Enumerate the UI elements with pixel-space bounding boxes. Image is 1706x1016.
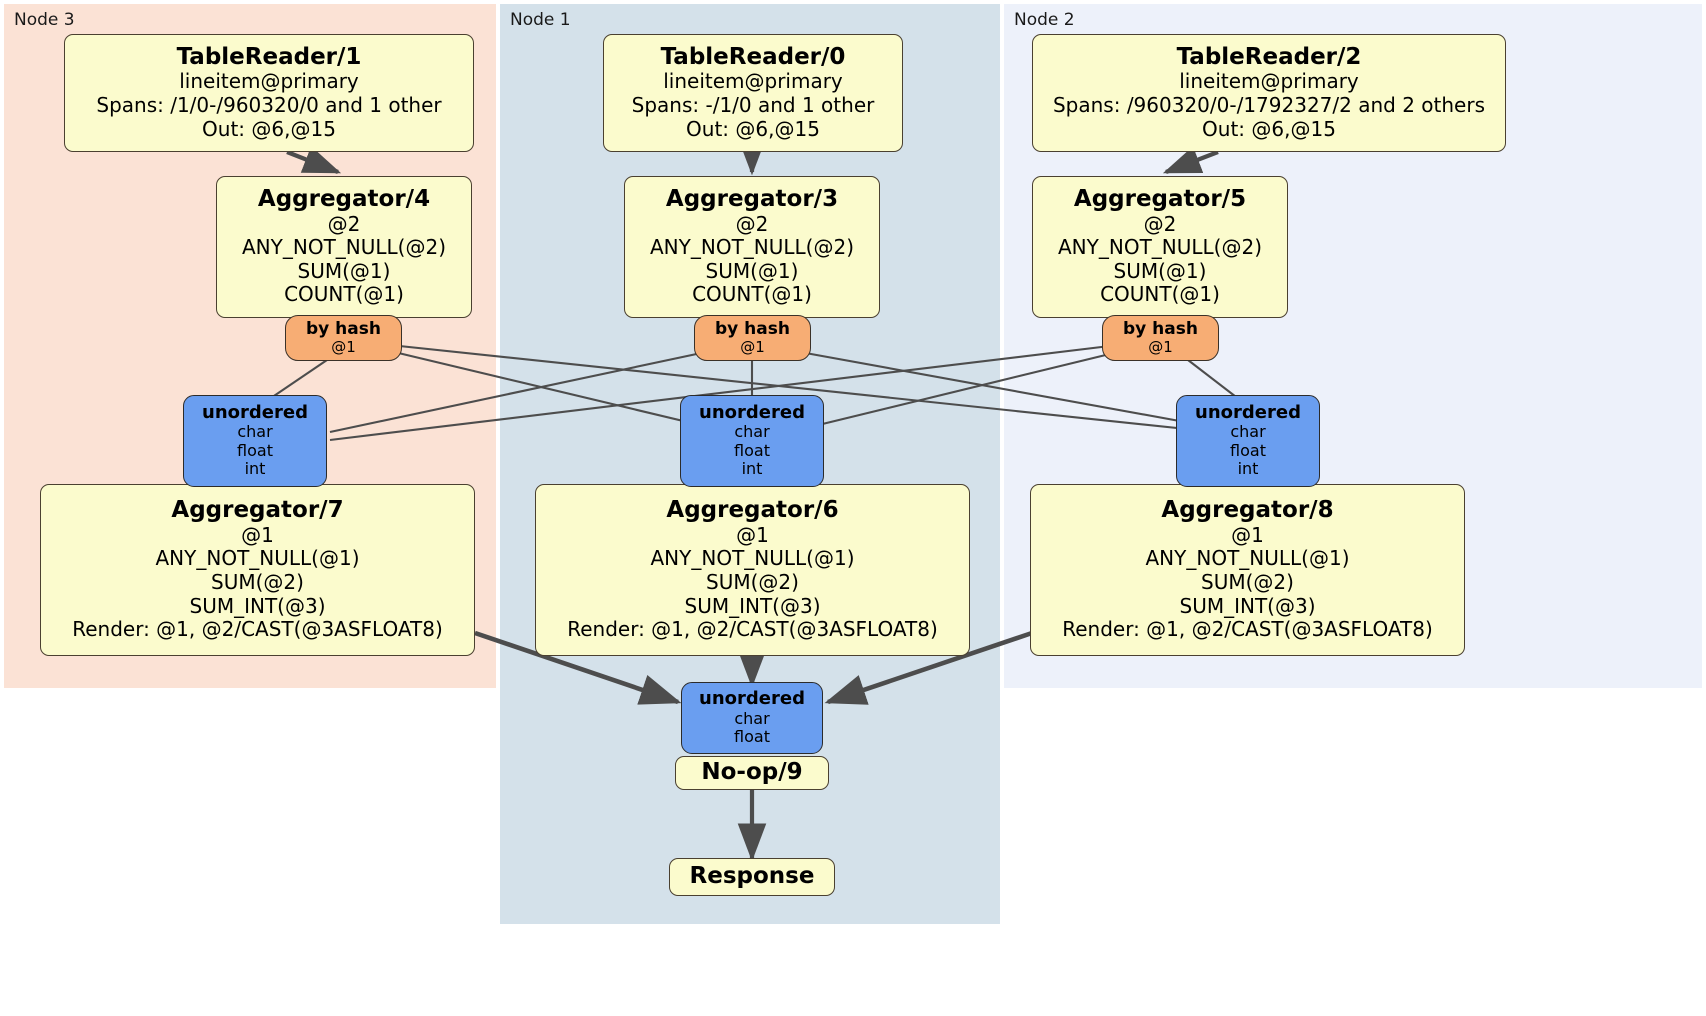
router-title: by hash bbox=[306, 319, 381, 340]
node-title: Aggregator/8 bbox=[1161, 497, 1334, 524]
node-detail-agg-2: SUM(@2) bbox=[706, 570, 799, 595]
node-aggregator-8[interactable]: Aggregator/8 @1 ANY_NOT_NULL(@1) SUM(@2)… bbox=[1030, 484, 1465, 656]
node-aggregator-5[interactable]: Aggregator/5 @2 ANY_NOT_NULL(@2) SUM(@1)… bbox=[1032, 176, 1288, 318]
receiver-type-1: char bbox=[1230, 422, 1266, 442]
node-detail-agg-1: ANY_NOT_NULL(@2) bbox=[1058, 235, 1262, 260]
node-detail-agg-2: SUM(@1) bbox=[297, 258, 391, 283]
node-detail-agg-1: ANY_NOT_NULL(@1) bbox=[1145, 546, 1350, 571]
node-detail-agg-1: ANY_NOT_NULL(@1) bbox=[650, 546, 855, 571]
node-detail-agg-2: SUM(@1) bbox=[705, 258, 799, 283]
node-title: TableReader/1 bbox=[176, 43, 362, 70]
receiver-type-3: int bbox=[741, 459, 763, 479]
router-title: by hash bbox=[1123, 319, 1198, 340]
receiver-unordered-final[interactable]: unordered char float bbox=[681, 682, 823, 754]
node-detail-out: Out: @6,@15 bbox=[1202, 116, 1336, 141]
node-title: No-op/9 bbox=[701, 759, 803, 786]
node-aggregator-6[interactable]: Aggregator/6 @1 ANY_NOT_NULL(@1) SUM(@2)… bbox=[535, 484, 970, 656]
receiver-unordered-node-3[interactable]: unordered char float int bbox=[183, 395, 327, 487]
node-detail-agg-2: SUM(@1) bbox=[1113, 258, 1207, 283]
panel-node-2-label: Node 2 bbox=[1014, 10, 1075, 30]
node-detail-groupcol: @2 bbox=[327, 211, 361, 236]
node-detail-agg-1: ANY_NOT_NULL(@2) bbox=[650, 235, 854, 260]
node-title: Aggregator/4 bbox=[257, 185, 431, 212]
node-title: Response bbox=[689, 863, 815, 890]
node-aggregator-3[interactable]: Aggregator/3 @2 ANY_NOT_NULL(@2) SUM(@1)… bbox=[624, 176, 880, 318]
node-detail-agg-3: COUNT(@1) bbox=[1100, 282, 1220, 307]
node-detail-agg-1: ANY_NOT_NULL(@2) bbox=[242, 235, 446, 260]
node-detail-agg-1: ANY_NOT_NULL(@1) bbox=[155, 546, 360, 571]
router-by-hash-node-1[interactable]: by hash @1 bbox=[694, 315, 811, 361]
node-detail-spans: Spans: /1/0-/960320/0 and 1 other bbox=[96, 93, 442, 118]
node-detail-render: Render: @1, @2/CAST(@3ASFLOAT8) bbox=[1062, 617, 1433, 642]
receiver-type-2: float bbox=[1230, 440, 1266, 460]
node-detail-spans: Spans: -/1/0 and 1 other bbox=[631, 93, 875, 118]
node-title: Aggregator/3 bbox=[665, 185, 839, 212]
receiver-title: unordered bbox=[202, 402, 308, 424]
node-tablereader-2[interactable]: TableReader/2 lineitem@primary Spans: /9… bbox=[1032, 34, 1506, 152]
receiver-type-2: float bbox=[237, 440, 273, 460]
node-detail-table: lineitem@primary bbox=[179, 69, 359, 94]
node-detail-render: Render: @1, @2/CAST(@3ASFLOAT8) bbox=[72, 617, 443, 642]
node-detail-groupcol: @1 bbox=[736, 522, 769, 547]
node-detail-groupcol: @1 bbox=[241, 522, 274, 547]
node-detail-agg-3: SUM_INT(@3) bbox=[189, 593, 326, 618]
node-detail-spans: Spans: /960320/0-/1792327/2 and 2 others bbox=[1052, 93, 1485, 118]
node-detail-agg-3: COUNT(@1) bbox=[692, 282, 812, 307]
node-detail-agg-3: COUNT(@1) bbox=[284, 282, 404, 307]
receiver-type-3: int bbox=[1237, 459, 1259, 479]
node-detail-render: Render: @1, @2/CAST(@3ASFLOAT8) bbox=[567, 617, 938, 642]
receiver-type-3: int bbox=[244, 459, 266, 479]
receiver-title: unordered bbox=[1195, 402, 1301, 424]
node-response[interactable]: Response bbox=[669, 858, 835, 896]
node-tablereader-0[interactable]: TableReader/0 lineitem@primary Spans: -/… bbox=[603, 34, 903, 152]
node-detail-table: lineitem@primary bbox=[663, 69, 843, 94]
panel-node-3-label: Node 3 bbox=[14, 10, 75, 30]
receiver-type-1: char bbox=[734, 422, 770, 442]
node-title: Aggregator/7 bbox=[171, 497, 344, 524]
panel-node-1-label: Node 1 bbox=[510, 10, 571, 30]
router-title: by hash bbox=[715, 319, 790, 340]
receiver-unordered-node-2[interactable]: unordered char float int bbox=[1176, 395, 1320, 487]
router-detail-col: @1 bbox=[740, 338, 765, 357]
node-title: Aggregator/5 bbox=[1073, 185, 1247, 212]
node-detail-groupcol: @1 bbox=[1231, 522, 1264, 547]
receiver-type-1: char bbox=[734, 708, 770, 728]
node-detail-agg-2: SUM(@2) bbox=[1201, 570, 1294, 595]
router-by-hash-node-3[interactable]: by hash @1 bbox=[285, 315, 402, 361]
node-detail-agg-2: SUM(@2) bbox=[211, 570, 304, 595]
node-detail-table: lineitem@primary bbox=[1179, 69, 1359, 94]
router-detail-col: @1 bbox=[1148, 338, 1173, 357]
receiver-unordered-node-1[interactable]: unordered char float int bbox=[680, 395, 824, 487]
node-aggregator-4[interactable]: Aggregator/4 @2 ANY_NOT_NULL(@2) SUM(@1)… bbox=[216, 176, 472, 318]
node-detail-out: Out: @6,@15 bbox=[202, 116, 336, 141]
receiver-type-2: float bbox=[734, 727, 770, 747]
node-detail-out: Out: @6,@15 bbox=[686, 116, 820, 141]
node-title: TableReader/2 bbox=[1176, 43, 1362, 70]
node-detail-agg-3: SUM_INT(@3) bbox=[1179, 593, 1316, 618]
receiver-title: unordered bbox=[699, 402, 805, 424]
receiver-title: unordered bbox=[699, 688, 805, 710]
node-detail-agg-3: SUM_INT(@3) bbox=[684, 593, 821, 618]
node-no-op-9[interactable]: No-op/9 bbox=[675, 756, 829, 790]
receiver-type-2: float bbox=[734, 440, 770, 460]
router-by-hash-node-2[interactable]: by hash @1 bbox=[1102, 315, 1219, 361]
node-tablereader-1[interactable]: TableReader/1 lineitem@primary Spans: /1… bbox=[64, 34, 474, 152]
node-title: TableReader/0 bbox=[660, 43, 846, 70]
receiver-type-1: char bbox=[237, 422, 273, 442]
node-aggregator-7[interactable]: Aggregator/7 @1 ANY_NOT_NULL(@1) SUM(@2)… bbox=[40, 484, 475, 656]
node-detail-groupcol: @2 bbox=[1143, 211, 1177, 236]
node-title: Aggregator/6 bbox=[666, 497, 839, 524]
node-detail-groupcol: @2 bbox=[735, 211, 769, 236]
router-detail-col: @1 bbox=[331, 338, 356, 357]
